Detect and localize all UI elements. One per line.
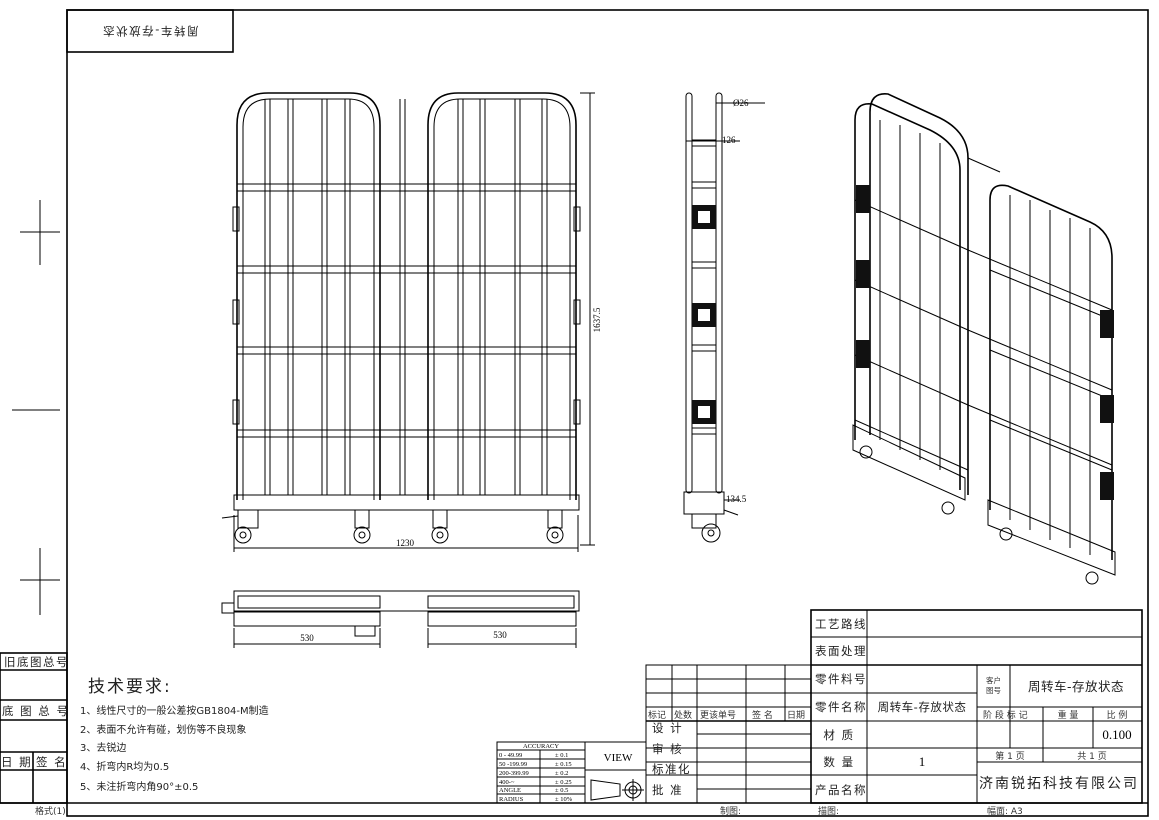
accuracy-tolerance: ± 0.1: [555, 752, 568, 759]
approve-label: 批 准: [652, 783, 683, 797]
requirement-item: 4、折弯内R均为0.5: [80, 760, 169, 773]
tech-requirements-title: 技术要求:: [88, 677, 172, 697]
revision-block: 标记 处数 更该单号 签 名 日期 设 计 审 核 标准化 批 准: [645, 664, 812, 804]
registration-marks: [12, 200, 60, 615]
accuracy-tolerance: ± 0.15: [555, 761, 572, 768]
top-left-dimension: 530: [300, 633, 314, 643]
requirement-item: 3、去锐边: [80, 741, 126, 754]
front-dimensions: [233, 92, 595, 552]
traced-by-label: 描图:: [818, 805, 839, 817]
view-label: VIEW: [604, 752, 633, 764]
standardize-label: 标准化: [652, 762, 691, 776]
rev-header: 处数: [674, 709, 692, 721]
material-label: 材 质: [823, 728, 854, 742]
rev-header: 标记: [648, 709, 666, 721]
requirement-item: 5、未注折弯内角90°±0.5: [80, 780, 198, 793]
design-label: 设 计: [652, 721, 683, 735]
title-block: 工艺路线 表面处理 零件料号 零件名称 周转车-存放状态 材 质 数 量 1 产…: [720, 609, 1143, 817]
top-view: 530 530: [221, 590, 580, 648]
base-height-dimension: 134.5: [726, 494, 747, 504]
product-name-label: 产品名称: [815, 783, 867, 797]
quantity-label: 数 量: [823, 755, 854, 769]
sheet-size-label: 幅面: A3: [987, 805, 1023, 817]
mirrored-label-box: 周转车-存放状态: [66, 9, 234, 53]
front-wheels: [221, 509, 564, 544]
side-dimensions: [686, 102, 765, 501]
accuracy-title: ACCURACY: [523, 743, 559, 750]
drawing-frame: [66, 9, 1149, 817]
accuracy-tolerance: ± 10%: [555, 796, 573, 803]
part-name-label: 零件名称: [815, 700, 867, 714]
surface-treatment-label: 表面处理: [815, 644, 867, 658]
first-angle-projection-icon: [590, 779, 644, 801]
signature-label: 签 名: [36, 755, 67, 769]
accuracy-range: RADIUS: [499, 796, 524, 803]
rev-header: 签 名: [752, 709, 773, 721]
base-number-label: 底 图 总 号: [2, 704, 69, 718]
old-base-number-label: 旧底图总号: [4, 655, 69, 669]
accuracy-table: ACCURACY 0 - 49.99 ± 0.1 50 -199.99 ± 0.…: [496, 741, 647, 804]
accuracy-tolerance: ± 0.25: [555, 779, 572, 786]
accuracy-range: ANGLE: [499, 787, 521, 794]
review-label: 审 核: [652, 742, 683, 756]
mirrored-label: 周转车-存放状态: [102, 24, 199, 38]
top-right-dimension: 530: [493, 630, 507, 640]
accuracy-tolerance: ± 0.5: [555, 787, 568, 794]
accuracy-range: 400-~: [499, 779, 515, 786]
format-label: 格式(1): [35, 805, 66, 817]
side-view: Ø26 126 134.5: [683, 92, 765, 543]
diameter-dimension: Ø26: [733, 98, 749, 108]
scale-label: 比 例: [1107, 709, 1128, 721]
customer-drawing-label: 图号: [986, 686, 1001, 695]
process-route-label: 工艺路线: [815, 617, 867, 631]
customer-drawing-value: 周转车-存放状态: [1028, 679, 1124, 694]
left-strip-table: 旧底图总号 底 图 总 号 日 期 签 名 格式(1): [0, 652, 69, 817]
part-number-label: 零件料号: [815, 672, 867, 686]
front-view: 1230 1637.5: [221, 92, 602, 552]
tech-requirements: 技术要求: 1、线性尺寸的一般公差按GB1804-M制造 2、表面不允许有碰，划…: [80, 677, 269, 793]
weight-label: 重 量: [1058, 709, 1079, 721]
accuracy-range: 200-399.99: [499, 770, 529, 777]
scale-value: 0.100: [1102, 727, 1131, 742]
stage-mark-label: 阶 段 标 记: [983, 709, 1028, 721]
accuracy-range: 50 -199.99: [499, 761, 527, 768]
customer-drawing-label: 客户: [986, 675, 1001, 685]
rev-header: 日期: [787, 710, 805, 721]
accuracy-range: 0 - 49.99: [499, 752, 522, 759]
company-name: 济南锐拓科技有限公司: [979, 776, 1139, 792]
sheet-number: 第 1 页: [995, 750, 1024, 762]
height-dimension: 1637.5: [592, 307, 602, 332]
width-dimension: 1230: [396, 538, 415, 548]
part-name-value: 周转车-存放状态: [878, 700, 967, 714]
total-sheets: 共 1 页: [1077, 751, 1106, 762]
accuracy-tolerance: ± 0.2: [555, 770, 568, 777]
drawn-by-label: 制图:: [720, 805, 741, 817]
isometric-view: [852, 93, 1116, 585]
date-label: 日 期: [1, 755, 32, 769]
requirement-item: 2、表面不允许有碰，划伤等不良现象: [80, 723, 246, 736]
requirement-item: 1、线性尺寸的一般公差按GB1804-M制造: [80, 704, 269, 717]
depth-dimension: 126: [722, 135, 736, 145]
quantity-value: 1: [919, 754, 926, 769]
rev-header: 更该单号: [700, 709, 736, 721]
isometric-hinges: [856, 185, 1114, 500]
